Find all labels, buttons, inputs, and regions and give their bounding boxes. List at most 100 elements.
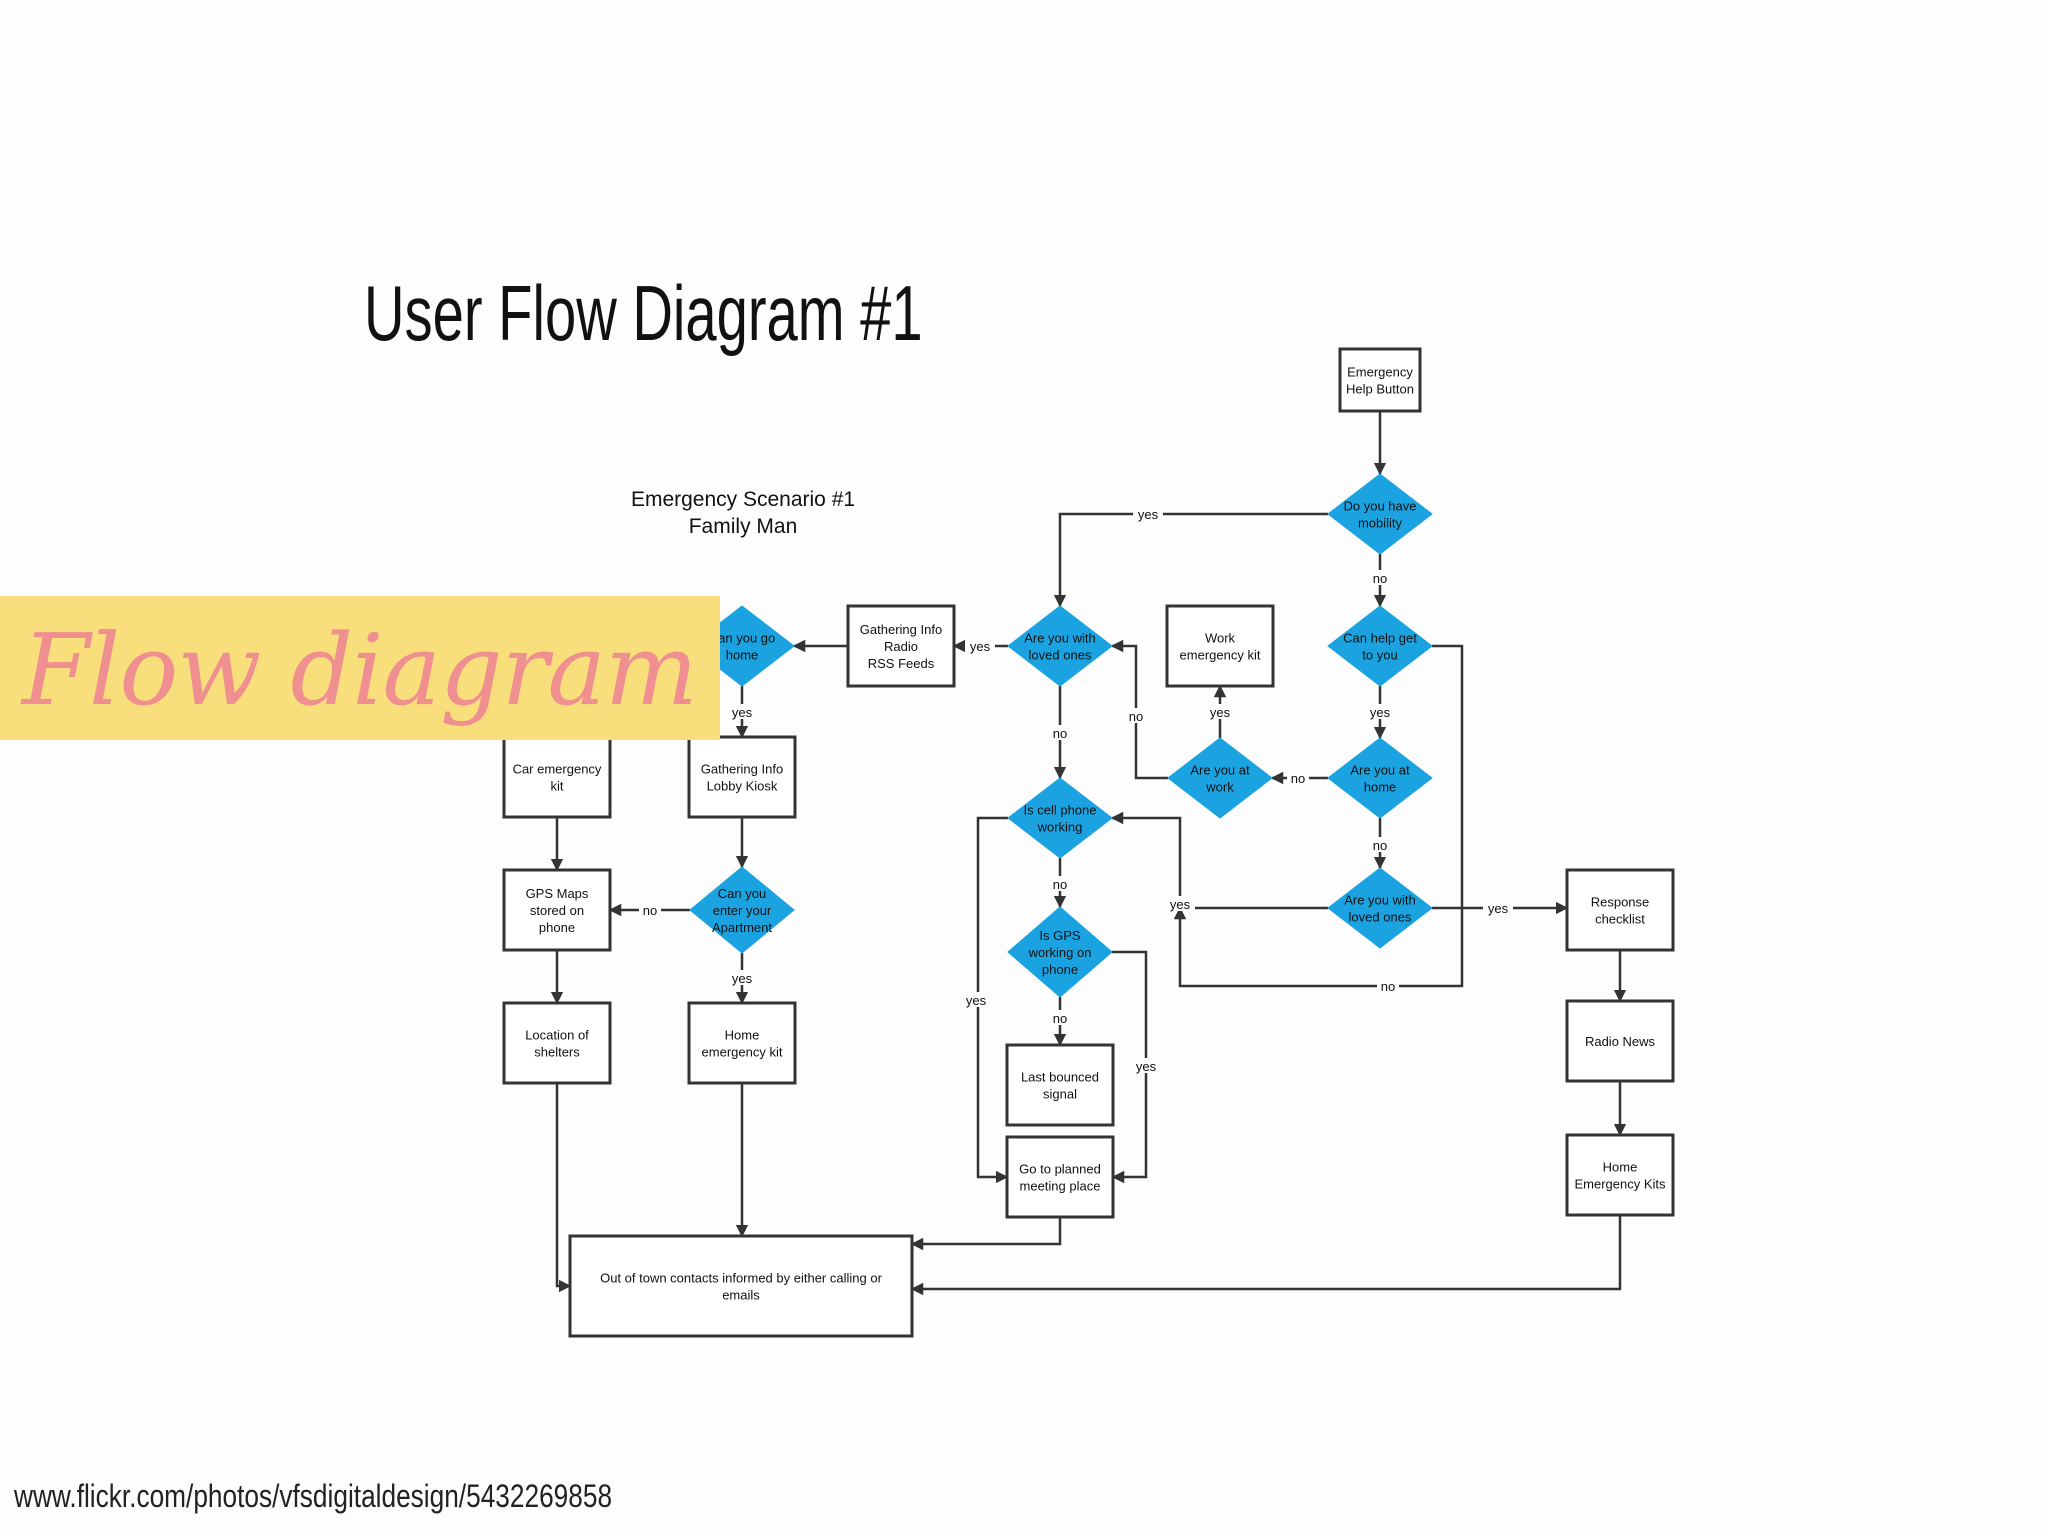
node-label: emergency kit [1180, 648, 1261, 663]
node-label: Radio [884, 639, 918, 654]
node-label: Is cell phone [1024, 803, 1097, 818]
edge-label: no [643, 903, 657, 918]
node-label: emergency kit [702, 1045, 783, 1060]
node-label: Car emergency [513, 762, 602, 777]
flow-connector [1053, 512, 1328, 608]
node-label: Radio News [1585, 1034, 1656, 1049]
node-label: Gathering Info [701, 762, 783, 777]
edge-label: no [1053, 726, 1067, 741]
node-label: checklist [1595, 912, 1645, 927]
edge-label: yes [966, 993, 987, 1008]
edge-label: yes [970, 639, 991, 654]
process-box [687, 735, 797, 819]
section-banner: Flow diagram [0, 596, 720, 740]
node-label: Last bounced [1021, 1070, 1099, 1085]
edge-label: no [1291, 771, 1305, 786]
node-label: Are you at [1350, 763, 1410, 778]
process-node-contacts: Out of town contacts informed by either … [568, 1234, 914, 1338]
node-label: Location of [525, 1028, 589, 1043]
process-node-response: Response checklist [1565, 868, 1675, 952]
process-box [1005, 1135, 1115, 1219]
flow-connector [555, 1083, 572, 1293]
node-label: working on [1028, 945, 1092, 960]
edge-label-bg [1483, 900, 1513, 915]
node-label: work [1205, 780, 1234, 795]
edge-label-bg [639, 902, 661, 917]
flow-edge-labels: yesnoyesnoyesyesnoyesnonoyesnonoyesyesye… [639, 506, 1513, 1074]
decision-shape [1327, 605, 1433, 687]
edge-label: yes [1370, 705, 1391, 720]
node-label: phone [1042, 962, 1078, 977]
edge-label-bg [1369, 837, 1391, 852]
edge-label: yes [732, 971, 753, 986]
edge-label-bg [1133, 506, 1163, 521]
node-label: Emergency Kits [1574, 1177, 1666, 1192]
source-url: www.flickr.com/photos/vfsdigitaldesign/5… [14, 1478, 613, 1514]
node-label: Home [1603, 1160, 1638, 1175]
edge-label: no [1381, 979, 1395, 994]
banner-title: Flow diagram [22, 614, 698, 728]
node-label: home [1364, 780, 1397, 795]
decision-node-athome: Are you at home [1327, 737, 1433, 819]
edge-label-bg [965, 638, 995, 653]
edge-label: yes [1210, 705, 1231, 720]
node-label: signal [1043, 1087, 1077, 1102]
node-label: Do you have [1344, 499, 1417, 514]
edge-label-bg [1049, 876, 1071, 891]
process-box [502, 1001, 612, 1085]
process-box [568, 1234, 914, 1338]
process-box [1338, 347, 1422, 413]
process-node-shelters: Location of shelters [502, 1001, 612, 1085]
edge-label-bg [1165, 896, 1195, 911]
edge-label-bg [1131, 1058, 1161, 1073]
edge-label: yes [1170, 897, 1191, 912]
decision-shape [1007, 906, 1113, 998]
node-label: Go to planned [1019, 1162, 1101, 1177]
node-label: stored on [530, 903, 584, 918]
node-label: Gathering Info [860, 622, 942, 637]
node-label: Are you with [1344, 893, 1416, 908]
edge-label: no [1053, 1011, 1067, 1026]
process-box [1565, 999, 1675, 1083]
flow-connector [910, 1215, 1622, 1296]
node-label: Are you with [1024, 631, 1096, 646]
node-label: loved ones [1029, 648, 1092, 663]
process-box [1165, 604, 1275, 688]
edge-label-bg [1049, 1010, 1071, 1025]
node-label: Can you [718, 886, 766, 901]
node-label: Help Button [1346, 382, 1414, 397]
edge-label-bg [1365, 704, 1395, 719]
node-label: mobility [1358, 516, 1403, 531]
decision-shape [1007, 777, 1113, 859]
edge-label: yes [1136, 1059, 1157, 1074]
node-label: Can you go [709, 631, 776, 646]
decision-shape [1167, 737, 1273, 819]
process-box [502, 735, 612, 819]
decision-shape [1327, 473, 1433, 555]
decision-shape [1327, 737, 1433, 819]
edge-label-bg [1287, 770, 1309, 785]
node-label: Are you at [1190, 763, 1250, 778]
node-label: Response [1591, 895, 1650, 910]
edge-label-bg [1377, 978, 1399, 993]
flow-connector [1110, 811, 1328, 910]
node-label: enter your [713, 903, 772, 918]
scenario-subtitle: Family Man [688, 515, 798, 538]
process-node-meet: Go to planned meeting place [1005, 1135, 1115, 1219]
node-label: GPS Maps [526, 886, 589, 901]
node-label: shelters [534, 1045, 580, 1060]
decision-node-atwork: Are you at work [1167, 737, 1273, 819]
node-label: meeting place [1020, 1179, 1101, 1194]
